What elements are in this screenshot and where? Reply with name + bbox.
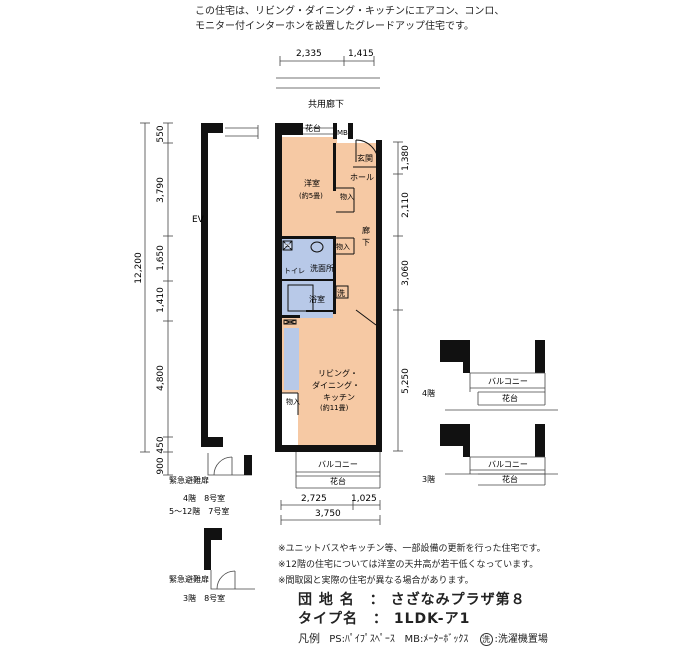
estate-name-label: 団 地 名 ： [298, 592, 385, 608]
section-3f-floor: 3階 [422, 474, 435, 484]
elevator-shaft [201, 123, 223, 447]
ldk-label-3: キッチン [323, 393, 355, 402]
corridor-v-label-2: 下 [362, 238, 370, 247]
walls [275, 123, 382, 452]
storage-label-1: 物入 [340, 192, 354, 201]
section-4f-balcony: バルコニー [488, 377, 528, 386]
washroom-label: 洗面所 [310, 263, 334, 273]
western-room-label: 洋室 [304, 178, 320, 188]
note-3: ※間取図と実際の住宅が異なる場合があります。 [278, 576, 474, 586]
section-4f-floor: 4階 [422, 388, 435, 398]
estate-type-value: 1LDK-ア1 [393, 611, 471, 627]
ldk-size: (約11畳) [320, 403, 349, 412]
legend-mb: MB:ﾒｰﾀｰﾎﾞｯｸｽ [404, 634, 469, 645]
section-4f-flower: 花台 [502, 393, 518, 403]
hall-fill [333, 143, 377, 310]
section-4f [440, 340, 558, 411]
legend-washer: :洗濯機置場 [494, 634, 548, 645]
kitchen-counter-fill [284, 328, 299, 390]
dim-right-5250: 5,250 [401, 368, 411, 394]
legend-ps: PS:ﾊﾟｲﾌﾟｽﾍﾟｰｽ [329, 634, 395, 645]
toilet-label: トイレ [284, 267, 305, 275]
balcony-label: バルコニー [318, 460, 358, 469]
dim-left-3790: 3,790 [156, 177, 166, 203]
flower-bed-top: 花台 [305, 123, 321, 133]
estate-info: 団 地 名 ： さざなみプラザ第８ タイプ名 ： 1LDK-ア1 [298, 591, 526, 629]
intro-text: この住宅は、リビング・ダイニング・キッチンにエアコン、コンロ、 モニター付インタ… [195, 4, 504, 34]
section-3f-flower: 花台 [502, 474, 518, 484]
dim-bottom-1: 2,725 [301, 494, 327, 504]
dim-left-4800: 4,800 [156, 365, 166, 391]
ldk-label-1: リビング・ [318, 368, 358, 378]
section-3f-balcony: バルコニー [488, 460, 528, 469]
dim-right-2110: 2,110 [401, 192, 411, 218]
emergency-exit-2 [204, 528, 255, 590]
dim-left-1650: 1,650 [156, 245, 166, 271]
corridor-label: 共用廊下 [308, 98, 344, 110]
legend: 凡例 PS:ﾊﾟｲﾌﾟｽﾍﾟｰｽ MB:ﾒｰﾀｰﾎﾞｯｸｽ 洗:洗濯機置場 [298, 630, 548, 646]
unit-floor-label-b: 5～12階 7号室 [169, 506, 229, 516]
meter-box-label: MB [337, 129, 348, 137]
dim-left-550: 550 [156, 125, 166, 142]
washer-icon: 洗 [479, 633, 493, 646]
unit-floor-label-a: 4階 8号室 [183, 493, 225, 503]
estate-name-value: さざなみプラザ第８ [390, 592, 526, 608]
estate-type-label: タイプ名 ： [298, 611, 388, 627]
right-dimensions [393, 141, 403, 452]
emergency-exit-1 [207, 453, 252, 476]
legend-label: 凡例 [298, 632, 320, 645]
ldk-fill [298, 310, 377, 451]
emergency-exit-label-2: 緊急避難扉 [169, 574, 209, 584]
dim-top-2: 1,415 [348, 49, 374, 59]
storage-label-3: 物入 [286, 397, 300, 406]
dim-left-total: 12,200 [134, 252, 144, 284]
wet-area-fill [282, 238, 333, 318]
storage-label-2: 物入 [336, 242, 350, 251]
note-2: ※12階の住宅については洋室の天井高が若干低くなっています。 [278, 560, 539, 570]
bath-label: 浴室 [309, 294, 325, 304]
dim-bottom-2: 1,025 [351, 494, 377, 504]
emergency-exit-label-1: 緊急避難扉 [169, 475, 209, 485]
hall-label: ホール [350, 173, 374, 182]
top-dimensions [276, 56, 380, 89]
dim-left-450: 450 [156, 436, 166, 453]
balcony-outline [295, 452, 381, 489]
intro-line-1: この住宅は、リビング・ダイニング・キッチンにエアコン、コンロ、 [195, 6, 505, 17]
elevator-label: EV [192, 215, 205, 225]
room-fills [281, 137, 377, 451]
dim-top-1: 2,335 [296, 49, 322, 59]
dim-right-1380: 1,380 [401, 145, 411, 171]
intro-line-2: モニター付インターホンを設置したグレードアップ住宅です。 [195, 21, 474, 32]
dim-left-1410: 1,410 [156, 287, 166, 313]
washer-space-label: 洗 [337, 288, 345, 298]
dim-left-900: 900 [156, 457, 166, 474]
pipe-space-label: PS [284, 243, 292, 250]
dim-right-3060: 3,060 [401, 260, 411, 286]
entrance-label: 玄関 [357, 153, 373, 163]
notes: ※ユニットバスやキッチン等、一部設備の更新を行った住宅です。 ※12階の住宅につ… [278, 541, 546, 589]
ldk-label-2: ダイニング・ [312, 380, 360, 390]
section-3f [440, 424, 558, 486]
flower-bed-bottom: 花台 [330, 476, 346, 486]
corridor-v-label-1: 廊 [362, 225, 370, 235]
bottom-dimensions [280, 500, 381, 525]
western-room-size: (約5畳) [299, 191, 323, 200]
western-room-fill [281, 137, 337, 238]
unit-floor-label-c: 3階 8号室 [183, 593, 225, 603]
estate-type-row: タイプ名 ： 1LDK-ア1 [298, 610, 526, 629]
estate-name-row: 団 地 名 ： さざなみプラザ第８ [298, 591, 526, 610]
left-dimensions [140, 122, 173, 476]
note-1: ※ユニットバスやキッチン等、一部設備の更新を行った住宅です。 [278, 544, 546, 554]
dim-bottom-total: 3,750 [315, 509, 341, 519]
